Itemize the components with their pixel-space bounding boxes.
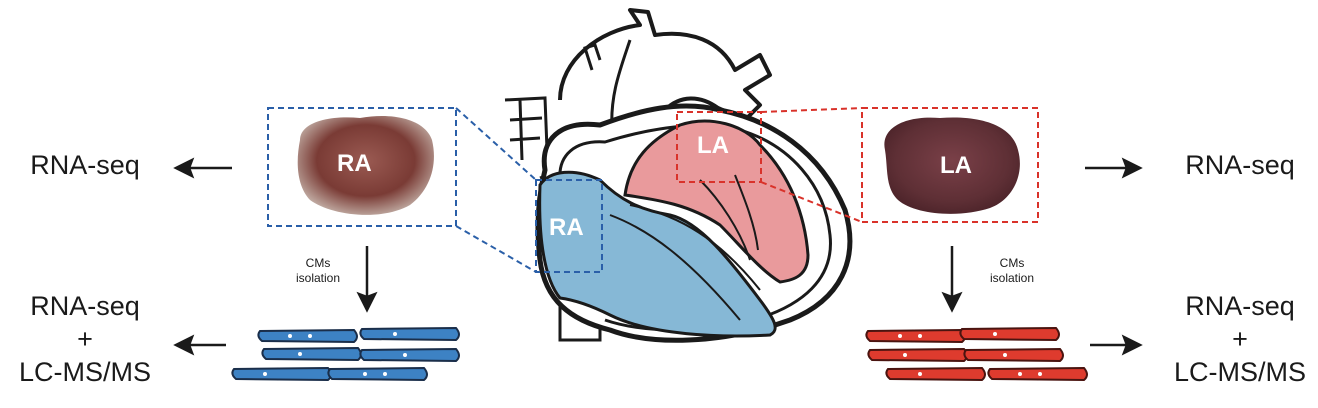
la-cardiomyocytes — [865, 327, 1088, 381]
right-bottom-output-label: RNA-seq + LC-MS/MS — [1165, 290, 1315, 389]
left-process-line-1: CMs — [305, 256, 331, 270]
la-tissue-frame — [861, 107, 1039, 223]
ra-cardiomyocytes — [231, 327, 460, 381]
la-heart-frame — [676, 111, 762, 183]
left-top-output-label: RNA-seq — [30, 150, 140, 180]
ra-heart-frame — [535, 179, 603, 273]
left-heart-chamber — [623, 119, 810, 284]
vena-cava-outline — [504, 96, 550, 180]
right-process-line-2: isolation — [989, 271, 1035, 285]
left-bottom-line-1: RNA-seq — [30, 291, 140, 321]
right-bottom-line-2: + — [1232, 324, 1248, 354]
la-tissue-photo — [884, 117, 1020, 214]
right-process-line-1: CMs — [999, 256, 1025, 270]
left-bottom-output-label: RNA-seq + LC-MS/MS — [10, 290, 160, 389]
ra-tissue-photo — [297, 116, 434, 215]
arrows — [173, 157, 1143, 356]
ra-tissue-frame — [267, 107, 457, 227]
left-bottom-line-3: LC-MS/MS — [18, 357, 151, 387]
aorta-outline — [558, 8, 772, 161]
heart-illustration — [504, 8, 853, 343]
ra-callout — [267, 107, 603, 273]
heart-la-label: LA — [697, 132, 729, 159]
left-process-label: CMs isolation — [278, 256, 358, 286]
heart-ra-label: RA — [549, 214, 584, 241]
ra-tissue-label: RA — [337, 150, 372, 177]
left-process-line-2: isolation — [295, 271, 341, 285]
right-heart-chamber — [538, 170, 777, 338]
right-bottom-line-3: LC-MS/MS — [1173, 357, 1306, 387]
la-tissue-label: LA — [940, 152, 972, 179]
right-process-label: CMs isolation — [972, 256, 1052, 286]
left-bottom-line-2: + — [77, 324, 93, 354]
la-callout — [676, 107, 1039, 223]
right-bottom-line-1: RNA-seq — [1185, 291, 1295, 321]
right-top-output-label: RNA-seq — [1185, 150, 1295, 180]
